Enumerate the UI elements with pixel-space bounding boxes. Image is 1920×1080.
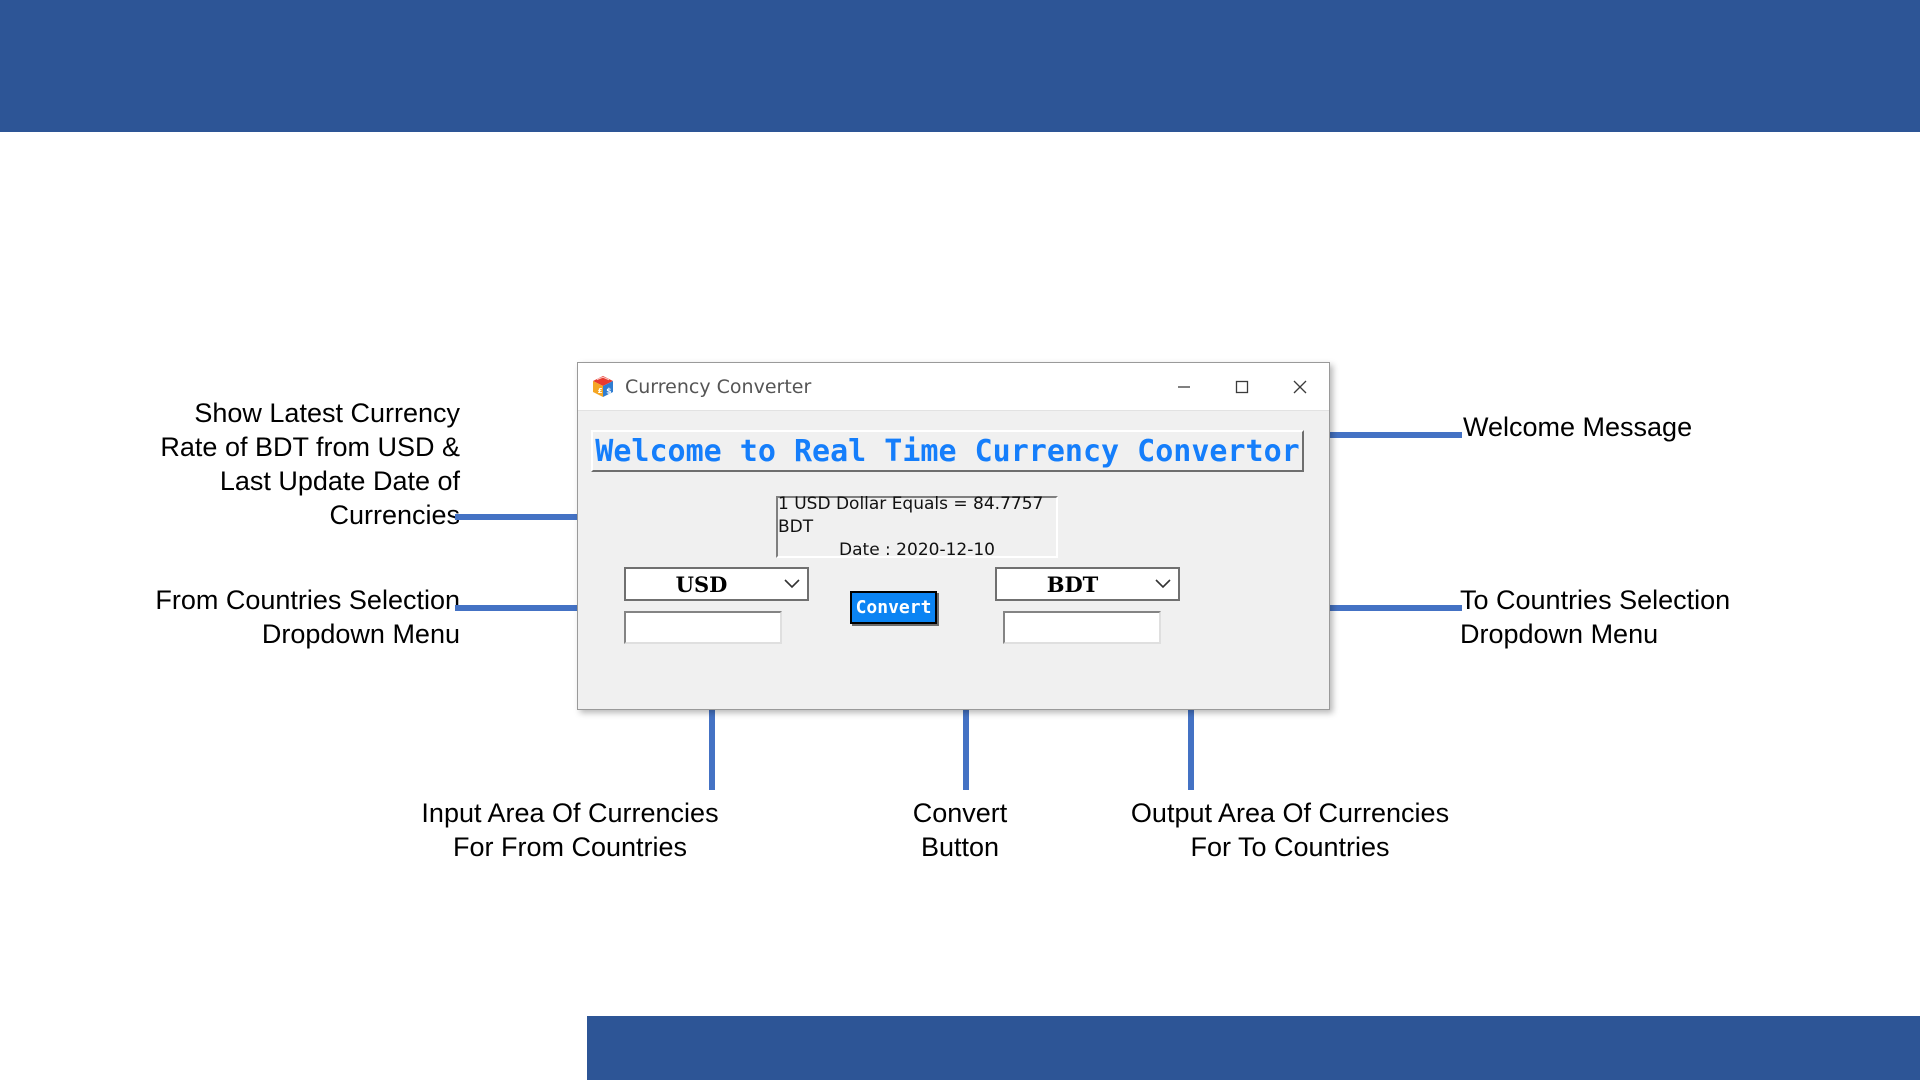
- annotation-convert: Convert Button: [912, 798, 1008, 862]
- from-currency-dropdown[interactable]: USD: [624, 567, 809, 601]
- annotation-welcome: Welcome Message: [1463, 412, 1693, 442]
- window-client-area: Welcome to Real Time Currency Convertor …: [578, 411, 1329, 710]
- slide-top-band: [0, 0, 1920, 132]
- window-titlebar[interactable]: £ $ Currency Converter: [578, 363, 1329, 411]
- window-controls: [1155, 363, 1329, 410]
- annotation-to-dropdown: To Countries Selection Dropdown Menu: [1460, 585, 1731, 649]
- svg-text:£: £: [598, 387, 603, 395]
- from-currency-value: USD: [675, 571, 728, 597]
- window-title: Currency Converter: [625, 375, 812, 398]
- annotation-from-dropdown: From Countries Selection Dropdown Menu: [155, 585, 460, 649]
- currency-cube-icon: £ $: [591, 375, 615, 399]
- close-icon[interactable]: [1271, 363, 1329, 410]
- to-currency-value: BDT: [1046, 571, 1099, 597]
- minimize-icon[interactable]: [1155, 363, 1213, 410]
- chevron-down-icon: [1148, 579, 1178, 589]
- annotation-input-area: Input Area Of Currencies For From Countr…: [421, 798, 719, 862]
- welcome-message-label: Welcome to Real Time Currency Convertor: [591, 430, 1304, 472]
- exchange-rate-display: 1 USD Dollar Equals = 84.7757 BDT Date :…: [776, 493, 1058, 560]
- to-amount-output[interactable]: [1003, 611, 1161, 644]
- exchange-rate-line: 1 USD Dollar Equals = 84.7757 BDT: [778, 493, 1044, 537]
- svg-text:$: $: [606, 386, 611, 395]
- annotation-output-area: Output Area Of Currencies For To Countri…: [1130, 798, 1450, 862]
- to-currency-dropdown[interactable]: BDT: [995, 567, 1180, 601]
- convert-button[interactable]: Convert: [850, 591, 937, 624]
- maximize-icon[interactable]: [1213, 363, 1271, 410]
- annotation-rate-display: Show Latest Currency Rate of BDT from US…: [160, 398, 460, 530]
- from-amount-input[interactable]: [624, 611, 782, 644]
- currency-converter-window: £ $ Currency Converter Welcome to Real T…: [577, 362, 1330, 710]
- slide-bottom-band: [587, 1016, 1920, 1080]
- chevron-down-icon: [777, 579, 807, 589]
- exchange-rate-date: Date : 2020-12-10: [839, 539, 995, 560]
